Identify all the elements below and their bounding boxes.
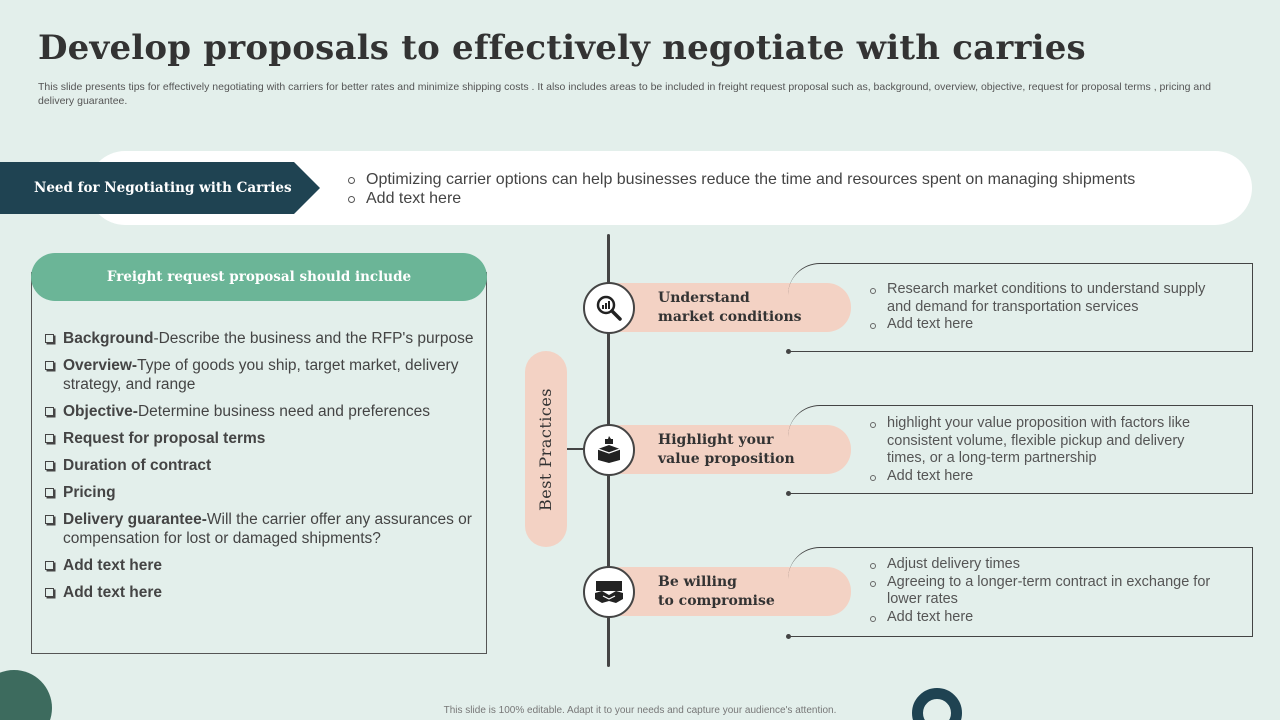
- circle-bullet-icon: [348, 177, 355, 184]
- need-item-text: Optimizing carrier options can help busi…: [366, 171, 1136, 188]
- step-circle: [583, 282, 635, 334]
- circle-bullet-icon: [870, 288, 876, 294]
- detail-item: highlight your value proposition with fa…: [870, 415, 1220, 468]
- detail-item: Add text here: [870, 609, 1220, 627]
- freight-item-bold: Request for proposal terms: [63, 430, 266, 447]
- step-title-line: Understand: [658, 290, 750, 306]
- need-item: Add text here: [348, 189, 1135, 208]
- checkbox-bullet-icon: [45, 488, 54, 497]
- freight-item-bold: Duration of contract: [63, 457, 212, 474]
- freight-item-text: Determine business need and preferences: [137, 403, 431, 420]
- checkbox-bullet-icon: [45, 561, 54, 570]
- detail-item-text: Add text here: [887, 467, 974, 484]
- detail-item: Agreeing to a longer-term contract in ex…: [870, 574, 1220, 609]
- best-practices-label: Best Practices: [536, 387, 556, 511]
- detail-item: Adjust delivery times: [870, 556, 1220, 574]
- step-title-line: Highlight your: [658, 432, 774, 448]
- freight-item: Delivery guarantee-Will the carrier offe…: [45, 510, 475, 548]
- freight-item-bold: Overview-: [63, 357, 138, 374]
- freight-item-bold: Pricing: [63, 484, 116, 501]
- circle-bullet-icon: [870, 580, 876, 587]
- need-item: Optimizing carrier options can help busi…: [348, 170, 1135, 189]
- freight-item: Add text here: [45, 556, 475, 575]
- detail-box-market: [788, 263, 1253, 352]
- checkbox-bullet-icon: [45, 334, 54, 343]
- circle-bullet-icon: [870, 474, 876, 481]
- freight-item: Background-Describe the business and the…: [45, 329, 475, 348]
- detail-item: Research market conditions to understand…: [870, 281, 1220, 316]
- freight-item: Duration of contract: [45, 456, 475, 475]
- checkbox-bullet-icon: [45, 361, 54, 370]
- checkbox-bullet-icon: [45, 461, 54, 470]
- need-list: Optimizing carrier options can help busi…: [348, 170, 1135, 208]
- circle-bullet-icon: [870, 563, 876, 569]
- freight-item-text: -Describe the business and the RFP's pur…: [153, 330, 474, 347]
- detail-item-text: Add text here: [887, 316, 974, 332]
- page-title: Develop proposals to effectively negotia…: [38, 28, 1086, 68]
- step-label-value: Highlight your value proposition: [658, 431, 795, 469]
- step-circle: [583, 566, 635, 618]
- step-circle: [583, 424, 635, 476]
- freight-item: Request for proposal terms: [45, 429, 475, 448]
- handshake-icon: [595, 581, 623, 603]
- circle-bullet-icon: [870, 615, 876, 622]
- step-label-market: Understand market conditions: [658, 289, 802, 327]
- detail-list-market: Research market conditions to understand…: [870, 281, 1220, 334]
- detail-box-compromise: [788, 547, 1253, 637]
- freight-item: Overview-Type of goods you ship, target …: [45, 356, 475, 394]
- freight-item: Objective-Determine business need and pr…: [45, 402, 475, 421]
- step-title-line: market conditions: [658, 309, 802, 325]
- freight-heading-text: Freight request proposal should include: [106, 269, 412, 285]
- detail-item-text: Adjust delivery times: [887, 556, 1020, 572]
- circle-bullet-icon: [870, 422, 876, 428]
- need-tag: Need for Negotiating with Carries: [0, 162, 320, 214]
- step-title-line: to compromise: [658, 593, 775, 609]
- step-label-compromise: Be willing to compromise: [658, 573, 775, 611]
- freight-item-text: Type of goods you ship, target market, d…: [63, 357, 459, 393]
- detail-item-text: Agreeing to a longer-term contract in ex…: [887, 573, 1211, 608]
- freight-item-bold: Add text here: [63, 557, 163, 574]
- detail-list-value: highlight your value proposition with fa…: [870, 415, 1220, 485]
- checkbox-bullet-icon: [45, 515, 54, 524]
- freight-list: Background-Describe the business and the…: [45, 329, 475, 610]
- detail-item: Add text here: [870, 468, 1220, 486]
- footer-note: This slide is 100% editable. Adapt it to…: [443, 705, 837, 716]
- detail-item-text: highlight your value proposition with fa…: [887, 415, 1191, 466]
- need-item-text: Add text here: [366, 190, 462, 207]
- value-box-icon: [597, 436, 621, 463]
- detail-box-value: [788, 405, 1253, 494]
- need-tag-label: Need for Negotiating with Carries: [34, 180, 292, 196]
- step-title-line: value proposition: [658, 451, 795, 467]
- checkbox-bullet-icon: [45, 434, 54, 443]
- detail-item: Add text here: [870, 316, 1220, 334]
- detail-item-text: Add text here: [887, 608, 974, 625]
- detail-dot: [786, 634, 791, 639]
- freight-item: Add text here: [45, 583, 475, 602]
- circle-bullet-icon: [348, 196, 355, 203]
- best-practices-pill: Best Practices: [525, 351, 567, 547]
- freight-item-bold: Add text here: [63, 584, 163, 601]
- page-subtitle: This slide presents tips for effectively…: [38, 81, 1211, 107]
- market-research-icon: [596, 295, 622, 321]
- freight-item-bold: Objective-: [63, 403, 138, 420]
- detail-list-compromise: Adjust delivery times Agreeing to a long…: [870, 556, 1220, 626]
- freight-item-text: Will the carrier offer any assurances or…: [63, 511, 472, 547]
- checkbox-bullet-icon: [45, 407, 54, 416]
- detail-dot: [786, 349, 791, 354]
- freight-item-bold: Delivery guarantee-: [63, 511, 207, 528]
- freight-heading: Freight request proposal should include: [31, 253, 487, 301]
- detail-dot: [786, 491, 791, 496]
- checkbox-bullet-icon: [45, 588, 54, 597]
- step-title-line: Be willing: [658, 574, 737, 590]
- freight-item: Pricing: [45, 483, 475, 502]
- detail-item-text: Research market conditions to understand…: [887, 281, 1206, 315]
- freight-item-bold: Background: [63, 330, 154, 347]
- circle-bullet-icon: [870, 323, 876, 329]
- decorative-ring: [912, 688, 962, 720]
